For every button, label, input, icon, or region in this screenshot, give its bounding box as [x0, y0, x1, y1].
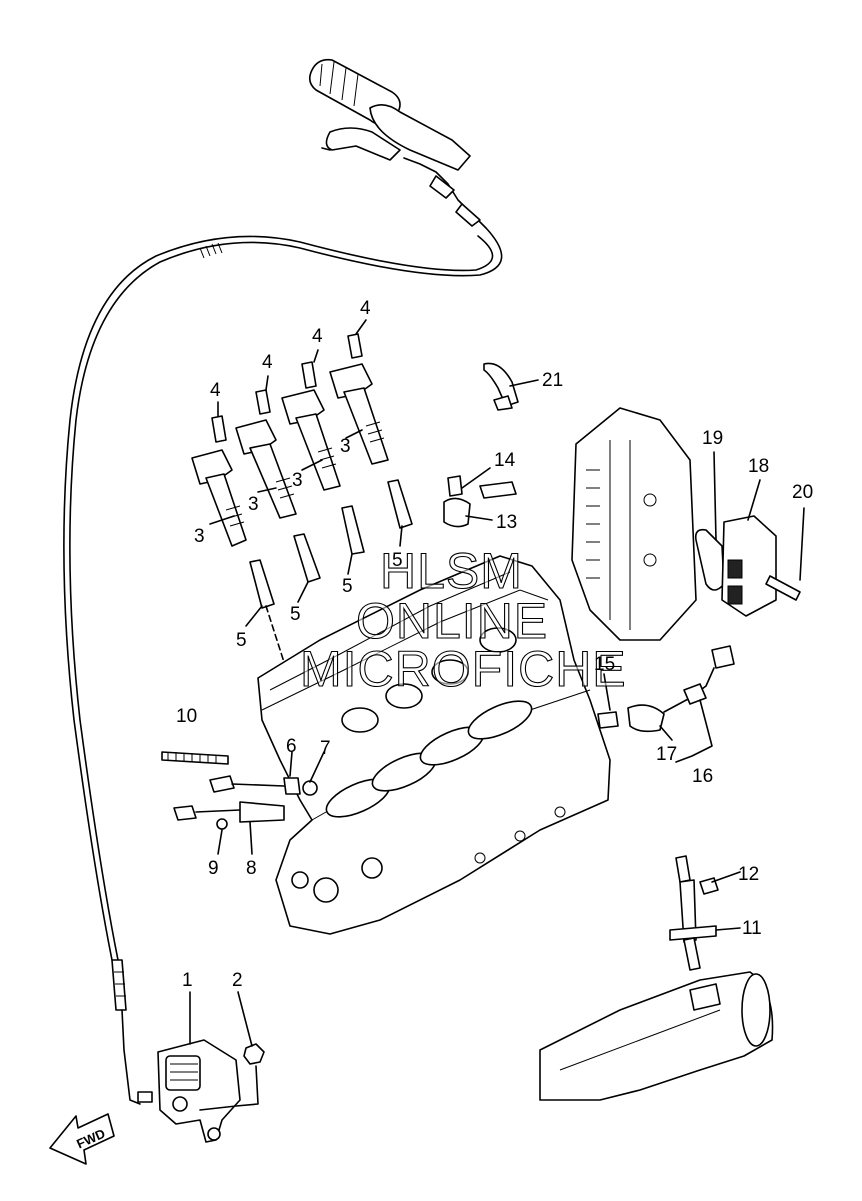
- watermark-line-3: MICROFICHE: [300, 641, 627, 697]
- callout-18: 18: [748, 456, 769, 477]
- callout-5: 5: [236, 630, 247, 651]
- callout-20: 20: [792, 482, 813, 503]
- callout-11: 11: [742, 918, 762, 939]
- watermark-line-2: ONLINE: [356, 593, 548, 649]
- callout-8: 8: [246, 858, 257, 879]
- callout-7: 7: [320, 738, 331, 759]
- callout-17: 17: [656, 744, 677, 765]
- throttle-cable: [63, 227, 503, 1105]
- exhaust-manifold: [539, 855, 774, 1101]
- forward-direction-arrow: FWD: [49, 1113, 115, 1165]
- engine-block: [257, 555, 611, 935]
- callout-13: 13: [496, 512, 517, 533]
- sensors-right: [597, 645, 735, 733]
- callout-16: 16: [692, 766, 713, 787]
- callout-4: 4: [360, 298, 371, 319]
- throttle-cable-bracket: [137, 1039, 265, 1143]
- callout-4: 4: [312, 326, 323, 347]
- callout-12: 12: [738, 864, 759, 885]
- harness-clamp: [483, 362, 519, 411]
- callout-15: 15: [594, 654, 615, 675]
- temperature-sensor: [443, 475, 517, 528]
- callout-5: 5: [392, 550, 403, 571]
- watermark-line-1: HLSM: [380, 543, 523, 599]
- callout-19: 19: [702, 428, 723, 449]
- callout-3: 3: [248, 494, 259, 515]
- callout-3: 3: [292, 470, 303, 491]
- leader-lines: [189, 319, 805, 1111]
- ignition-coils: [191, 333, 389, 547]
- callout-6: 6: [286, 736, 297, 757]
- callout-2: 2: [232, 970, 243, 991]
- callout-14: 14: [494, 450, 516, 471]
- electrical-box: [571, 407, 801, 641]
- throttle-grip-assembly: [308, 58, 487, 229]
- callout-3: 3: [340, 436, 351, 457]
- callout-4: 4: [210, 380, 221, 401]
- callout-21: 21: [542, 370, 563, 391]
- callout-10: 10: [176, 706, 197, 727]
- callout-5: 5: [290, 604, 301, 625]
- watermark: HLSM ONLINE MICROFICHE: [299, 542, 627, 697]
- callout-1: 1: [182, 970, 193, 991]
- callout-3: 3: [194, 526, 205, 547]
- callout-9: 9: [208, 858, 219, 879]
- callout-labels: 1 2 3 3 3 3 4 4 4 4 5 5 5 5 6 7 8 9 10 1…: [176, 298, 813, 991]
- callout-5: 5: [342, 576, 353, 597]
- callout-4: 4: [262, 352, 273, 373]
